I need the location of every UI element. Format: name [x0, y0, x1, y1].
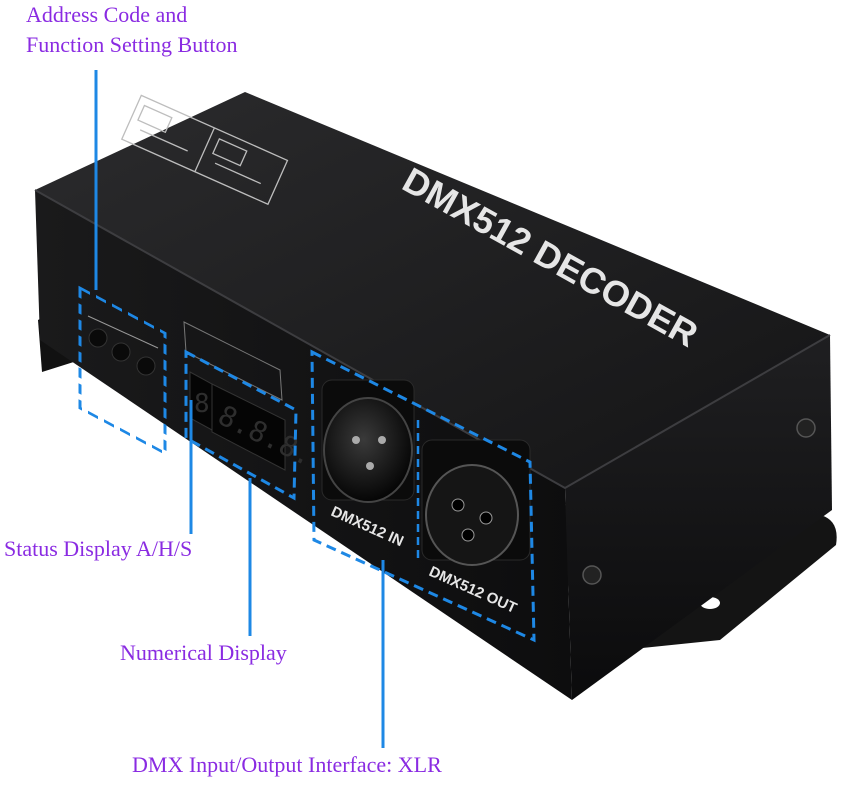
xlr-input-port: [321, 379, 415, 503]
xlr-highlight-box: [310, 349, 536, 643]
mode-legend: [183, 321, 283, 401]
button-plus[interactable]: [111, 342, 131, 362]
numerical-display: [211, 383, 286, 471]
status-display-callout: Status Display A/H/S: [4, 536, 193, 561]
top-face: [35, 92, 830, 488]
screw-icon: [796, 418, 816, 438]
status-digit: 8: [194, 389, 210, 419]
edge-highlight: [34, 189, 831, 490]
display-highlight-box: [184, 349, 298, 501]
front-face: [35, 190, 572, 700]
numerical-display-callout: Numerical Display: [120, 640, 287, 665]
dmx-interface-callout: DMX Input/Output Interface: XLR: [132, 752, 442, 777]
address-callout: Address Code and Function Setting Button: [26, 0, 237, 60]
buttons-highlight-box: [78, 285, 167, 456]
address-callout-line2: Function Setting Button: [26, 32, 238, 57]
button-set[interactable]: [136, 356, 156, 376]
address-callout-line1: Address Code and: [26, 2, 188, 27]
button-minus[interactable]: [88, 328, 108, 348]
screw-icon: [582, 565, 602, 585]
setting-buttons: [87, 315, 159, 376]
wiring-diagram-print: [120, 94, 289, 206]
side-face: [565, 335, 832, 700]
xlr-output-port: [421, 439, 531, 566]
